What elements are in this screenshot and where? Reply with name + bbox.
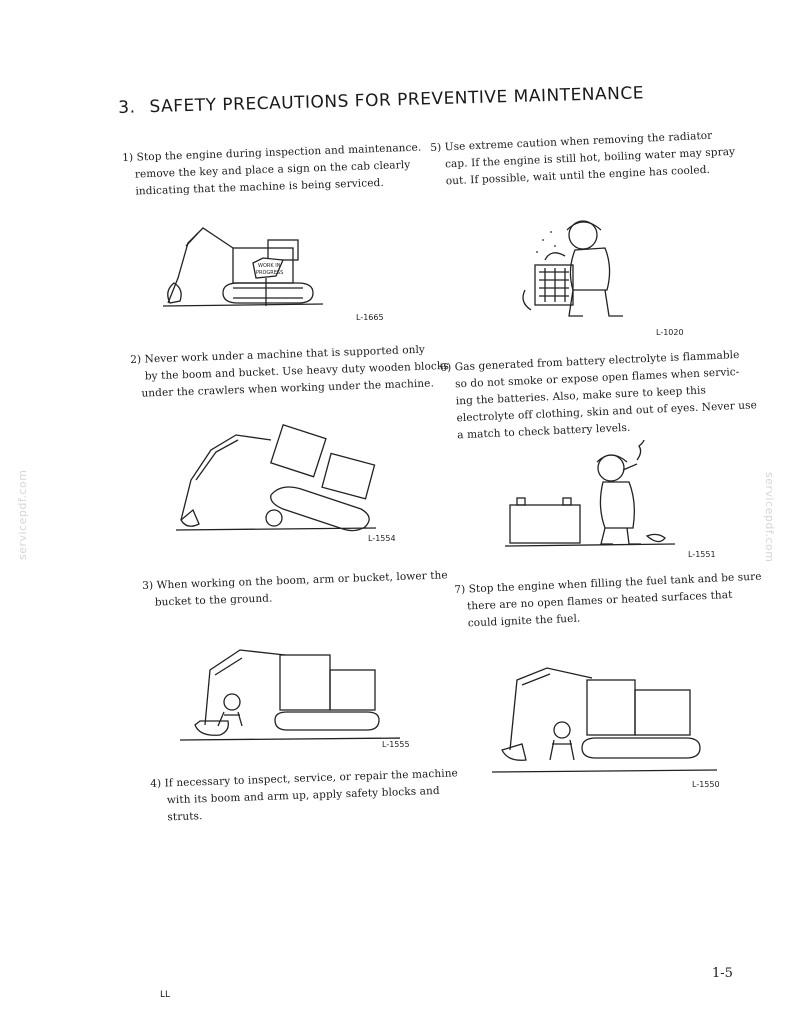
figure-supported-machine — [176, 420, 376, 540]
page-title: 3. SAFETY PRECAUTIONS FOR PREVENTIVE MAIN… — [118, 83, 644, 118]
page-number: 1-5 — [712, 966, 733, 981]
item-6-text: 6) Gas generated from battery electrolyt… — [440, 346, 758, 445]
excavator-raised-illustration — [176, 423, 376, 532]
figure-work-in-progress: WORK IN PROGRESS — [158, 218, 328, 318]
excavator-bucket-ground-illustration — [180, 649, 400, 741]
item-5-text: 5) Use extreme caution when removing the… — [430, 127, 736, 191]
worker-battery-illustration — [505, 440, 676, 547]
item-3-text: 3) When working on the boom, arm or buck… — [142, 567, 449, 612]
item-1-text: 1) Stop the engine during inspection and… — [122, 140, 423, 201]
section-number: 3. — [118, 97, 136, 118]
figure-lowered-bucket — [180, 640, 400, 750]
item-4-text: 4) If necessary to inspect, service, or … — [150, 765, 459, 827]
figure-radiator-cap — [515, 210, 645, 325]
watermark-right: servicepdf.com — [763, 472, 776, 563]
footer-mark: LL — [160, 990, 171, 1000]
figure-code-2: L-1554 — [368, 534, 396, 543]
watermark-left: servicepdf.com — [16, 469, 29, 560]
figure-code-3: L-1555 — [382, 740, 410, 749]
figure-code-6: L-1551 — [688, 550, 716, 559]
figure-code-1: L-1665 — [356, 313, 384, 322]
item-2-text: 2) Never work under a machine that is su… — [130, 341, 450, 403]
sign-text-1: WORK IN — [258, 263, 281, 269]
worker-radiator-illustration — [522, 220, 623, 317]
excavator-refuel-illustration — [492, 667, 718, 773]
sign-text-2: PROGRESS — [256, 270, 283, 276]
section-title: SAFETY PRECAUTIONS FOR PREVENTIVE MAINTE… — [149, 83, 645, 118]
item-7-text: 7) Stop the engine when filling the fuel… — [454, 569, 763, 633]
figure-fuel-tank — [492, 660, 722, 780]
figure-code-5: L-1020 — [656, 328, 684, 337]
figure-battery-smoking — [505, 440, 680, 550]
excavator-sign-illustration: WORK IN PROGRESS — [162, 227, 324, 307]
figure-code-7: L-1550 — [692, 780, 720, 789]
